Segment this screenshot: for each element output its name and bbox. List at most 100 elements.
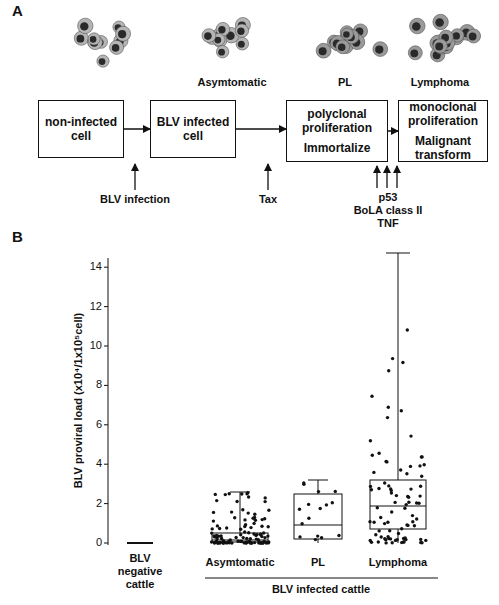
data-point — [252, 522, 255, 525]
data-point — [420, 455, 423, 458]
data-point — [263, 536, 266, 539]
process-box: non-infected cell — [38, 100, 124, 158]
data-point — [385, 460, 388, 463]
axis-tick-label: 14 — [72, 260, 102, 273]
annotation-label: PL — [293, 556, 343, 569]
data-point — [214, 493, 217, 496]
data-point — [263, 500, 266, 503]
data-point — [210, 540, 213, 543]
data-point — [267, 509, 270, 512]
cell — [433, 39, 447, 53]
data-point — [403, 507, 406, 510]
data-point — [260, 525, 263, 528]
axis-tick-label: 12 — [72, 300, 102, 313]
data-point — [379, 516, 382, 519]
data-point — [370, 541, 373, 544]
data-point — [222, 541, 225, 544]
cell-nucleus — [319, 47, 327, 55]
data-point — [393, 501, 396, 504]
data-point — [243, 525, 246, 528]
data-point — [222, 541, 225, 544]
box-plots — [127, 253, 426, 543]
data-point — [411, 520, 414, 523]
data-point — [247, 495, 250, 498]
cell-nucleus — [204, 32, 212, 40]
data-point — [247, 511, 250, 514]
annotation-label: Tax — [238, 193, 298, 206]
data-point — [249, 537, 252, 540]
cell — [97, 55, 109, 67]
data-point — [409, 487, 412, 490]
data-point — [218, 541, 221, 544]
data-point — [334, 490, 337, 493]
data-point — [319, 507, 322, 510]
data-point — [383, 481, 386, 484]
data-point — [384, 460, 387, 463]
cell — [408, 46, 422, 60]
cell-nucleus — [80, 22, 88, 30]
data-point — [400, 541, 403, 544]
data-point — [245, 537, 248, 540]
data-point — [243, 518, 246, 521]
data-point — [376, 506, 379, 509]
box-text: Immortalize — [304, 141, 371, 155]
data-point — [229, 538, 232, 541]
data-point — [388, 529, 391, 532]
cell-nucleus — [410, 49, 418, 57]
cell — [235, 24, 248, 37]
data-point — [257, 539, 260, 542]
data-point — [397, 532, 400, 535]
data-point — [298, 508, 301, 511]
data-point — [420, 475, 423, 478]
data-point — [370, 488, 373, 491]
cell — [110, 40, 124, 54]
cell — [202, 29, 216, 43]
data-point — [226, 541, 229, 544]
data-point — [265, 541, 268, 544]
cell-nucleus — [412, 22, 421, 31]
cell-nucleus — [435, 43, 443, 51]
data-point — [374, 533, 377, 536]
annotation-label: BLV negative cattle — [109, 552, 171, 591]
data-point — [260, 535, 263, 538]
data-point — [320, 536, 323, 539]
data-point — [417, 502, 420, 505]
data-point — [406, 524, 409, 527]
data-point — [314, 538, 317, 541]
data-point — [400, 409, 403, 412]
annotation-label: Lymphoma — [358, 556, 438, 569]
cell-nucleus — [99, 58, 106, 65]
data-point — [215, 534, 218, 537]
data-point — [404, 536, 407, 539]
annotation-label: Asymtomatic — [198, 556, 282, 569]
box-text: monoclonal proliferation — [403, 100, 483, 128]
data-point — [377, 540, 380, 543]
data-point — [399, 468, 402, 471]
cell-nucleus — [375, 46, 383, 54]
data-point — [405, 472, 408, 475]
data-point — [239, 540, 242, 543]
data-point — [239, 533, 242, 536]
process-box: monoclonal proliferationMalignant transf… — [398, 100, 488, 162]
data-point — [383, 537, 386, 540]
data-point — [307, 503, 310, 506]
data-point — [391, 357, 394, 360]
cell-nucleus — [238, 41, 245, 48]
axis-tick-label: 2 — [72, 497, 102, 510]
data-point — [224, 493, 227, 496]
data-point — [423, 463, 426, 466]
data-point — [247, 531, 250, 534]
annotation-label: B — [12, 230, 32, 243]
data-point — [212, 511, 215, 514]
data-point — [386, 535, 389, 538]
annotation-label: p53 — [338, 191, 438, 204]
cell — [373, 42, 388, 57]
data-point — [418, 494, 421, 497]
data-point — [395, 538, 398, 541]
data-point — [218, 527, 221, 530]
data-point — [386, 416, 389, 419]
data-point — [406, 495, 409, 498]
data-point — [331, 501, 334, 504]
